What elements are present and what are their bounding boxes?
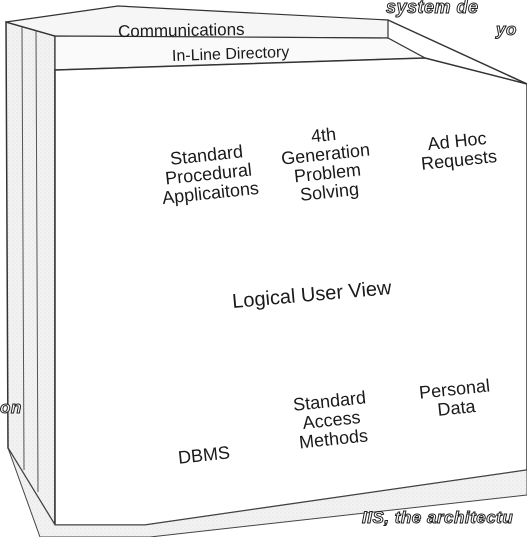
layer-edge-1 [21, 26, 25, 471]
left-edge-text-fragment: on [0, 398, 22, 418]
fourth-generation-problem-solving-label: 4th Generation Problem Solving [280, 123, 371, 205]
communications-label: Communications [117, 19, 245, 42]
layer-edge-2 [35, 30, 39, 493]
communications-strip [5, 5, 389, 39]
standard-access-methods-label: Standard Access Methods [292, 387, 369, 453]
top-right-text-fragment-2: yo [496, 20, 517, 40]
cube-top-right-edge [387, 19, 527, 85]
bottom-caption-fragment: IIS, the architectu [361, 508, 514, 528]
standard-procedural-applications-label: Standard Procedural Applicaitons [161, 141, 260, 208]
top-right-text-fragment-1: system de [386, 0, 479, 18]
cube-bottom-shadow [7, 447, 527, 537]
ad-hoc-requests-label: Ad Hoc Requests [420, 128, 498, 174]
personal-data-label: Personal Data [418, 375, 491, 420]
cube-left-side [5, 21, 56, 528]
